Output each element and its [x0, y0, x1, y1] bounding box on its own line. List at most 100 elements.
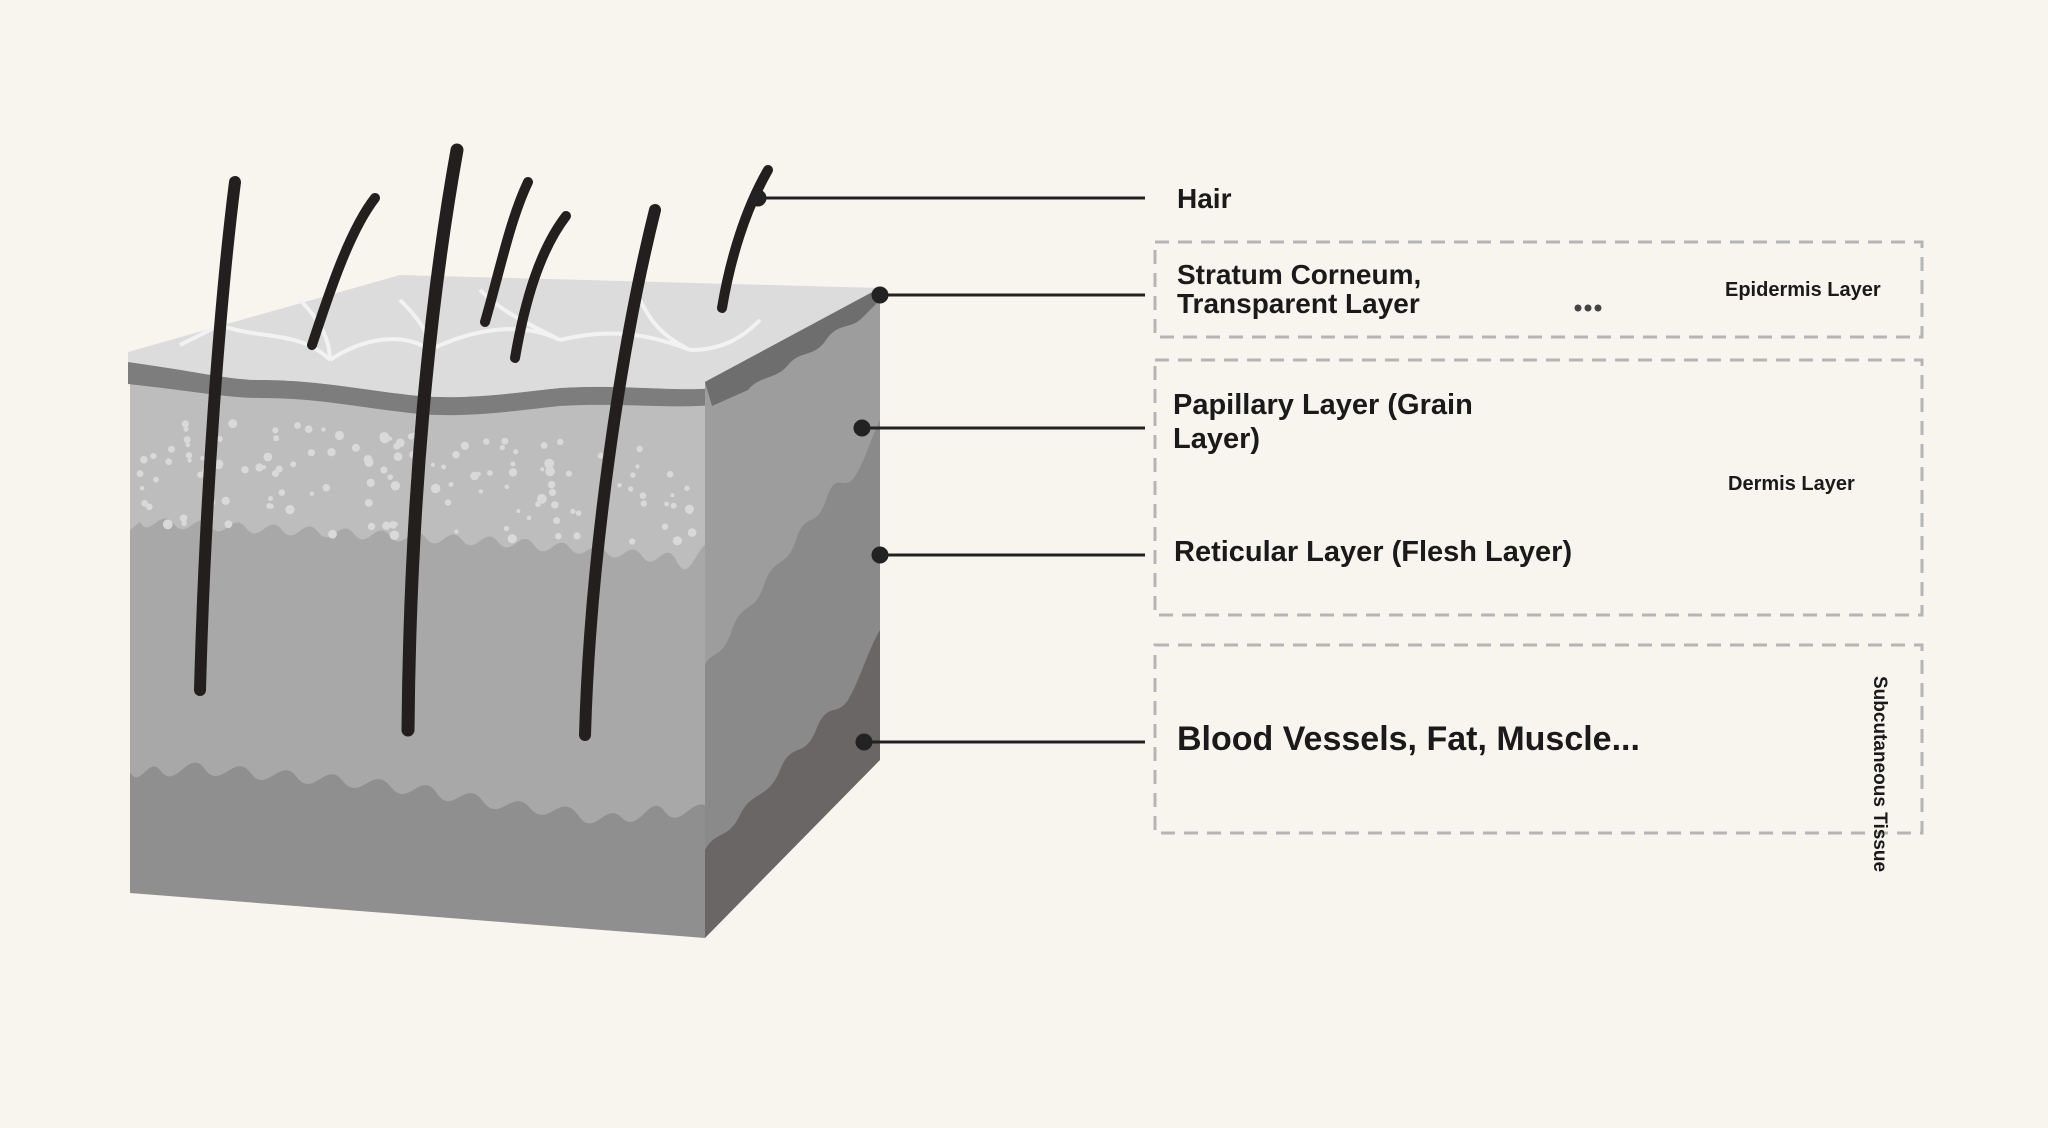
granule-dot [185, 442, 191, 448]
dotted-trail [1574, 304, 1602, 312]
granule-dot [635, 464, 640, 469]
granule-dot [551, 501, 559, 509]
subcutaneous-group-box [1153, 643, 1924, 835]
subcutaneous-leader-dot [855, 733, 873, 751]
granule-dot [540, 442, 548, 449]
granule-dot [224, 520, 233, 529]
granule-dot [364, 499, 373, 507]
granule-dot [393, 521, 398, 527]
granule-dot [628, 486, 634, 492]
granule-dot [672, 536, 683, 546]
hair-label: Hair [1177, 183, 1232, 214]
granule-dot [285, 505, 295, 515]
dermis-group-label: Dermis Layer [1728, 473, 1855, 495]
granule-dot [327, 448, 336, 457]
granule-dot [478, 489, 484, 494]
granule-dot [216, 436, 223, 442]
granule-dot [513, 449, 519, 455]
granule-dot [639, 492, 647, 500]
papillary-leader-dot [853, 419, 871, 437]
side-epidermis-edge [705, 288, 880, 406]
granule-dot [268, 496, 273, 501]
granule-dot [504, 484, 510, 490]
granule-dot [476, 471, 481, 477]
granule-dot [555, 533, 562, 540]
granule-dot [575, 510, 582, 516]
granule-dot [168, 445, 175, 453]
granule-dot [200, 456, 205, 461]
granule-dot [548, 488, 557, 496]
stratum-label-line2: Transparent Layer [1177, 288, 1420, 319]
granule-dot [545, 466, 555, 477]
granule-dot [150, 453, 157, 460]
granule-dot [516, 509, 521, 513]
granule-dot [266, 503, 273, 509]
granule-dot [294, 422, 301, 429]
granule-dot [407, 433, 415, 440]
skin-block-side [705, 288, 880, 938]
hair-strand [401, 143, 464, 737]
granule-dot [508, 468, 518, 477]
papillary-label-line1: Papillary Layer (Grain [1173, 389, 1473, 421]
hair-strand [194, 176, 241, 696]
granule-dot [187, 458, 192, 463]
granule-dot [179, 514, 188, 522]
granule-dot [197, 471, 204, 478]
granule-dot [460, 441, 469, 450]
granule-dot [183, 436, 191, 444]
epidermis-group-label: Epidermis Layer [1725, 279, 1881, 301]
granule-dot [570, 508, 576, 514]
granule-dot [141, 500, 149, 507]
granule-dot [536, 493, 547, 504]
hair-leader-dot [749, 189, 767, 207]
dermis-group-box [1153, 358, 1924, 617]
granule-dot [221, 496, 230, 505]
granule-dot [382, 521, 391, 530]
subcutaneous-content-label: Blood Vessels, Fat, Muscle... [1177, 720, 1640, 758]
granule-dot [540, 467, 545, 472]
granule-dot [393, 442, 401, 450]
granule-dot [510, 461, 516, 467]
granule-dot [139, 485, 145, 491]
granule-dot [241, 466, 249, 474]
granule-dot [181, 420, 189, 428]
granule-dot [670, 493, 675, 498]
granule-dot [664, 501, 669, 507]
granule-dot [328, 529, 337, 539]
granule-dot [430, 483, 441, 494]
granule-dot [452, 451, 460, 459]
granule-dot [275, 465, 283, 473]
granule-dot [687, 509, 693, 515]
granule-dot [557, 438, 564, 446]
granule-dot [278, 489, 286, 496]
granule-dot [636, 445, 643, 453]
granule-dot [321, 427, 326, 432]
granule-dot [630, 472, 636, 478]
granule-dot [387, 474, 394, 480]
reticular-label: Reticular Layer (Flesh Layer) [1174, 536, 1572, 568]
granule-dot [136, 470, 144, 477]
epidermis-band [128, 362, 720, 416]
granule-dot [483, 438, 490, 445]
granule-dot [165, 458, 173, 465]
granule-dot [272, 427, 279, 434]
stratum-label-line1: Stratum Corneum, [1177, 259, 1421, 290]
granule-dot [454, 529, 459, 534]
granule-dot [393, 452, 403, 462]
granule-dot [544, 458, 555, 469]
granule-dot [185, 452, 193, 459]
hair-strands [194, 143, 773, 741]
granule-dot [503, 525, 510, 532]
granule-dot [273, 435, 280, 442]
granule-dot [140, 455, 148, 464]
subcutaneous-group-label: Subcutaneous Tissue [1869, 676, 1890, 872]
granule-dot [507, 534, 517, 544]
granule-dot [661, 523, 669, 530]
granule-dot [565, 470, 573, 477]
granule-dot [367, 522, 376, 531]
granule-dot [322, 484, 330, 492]
granule-dot [304, 425, 313, 434]
granule-dot [666, 471, 674, 478]
granule-dot [597, 452, 604, 459]
